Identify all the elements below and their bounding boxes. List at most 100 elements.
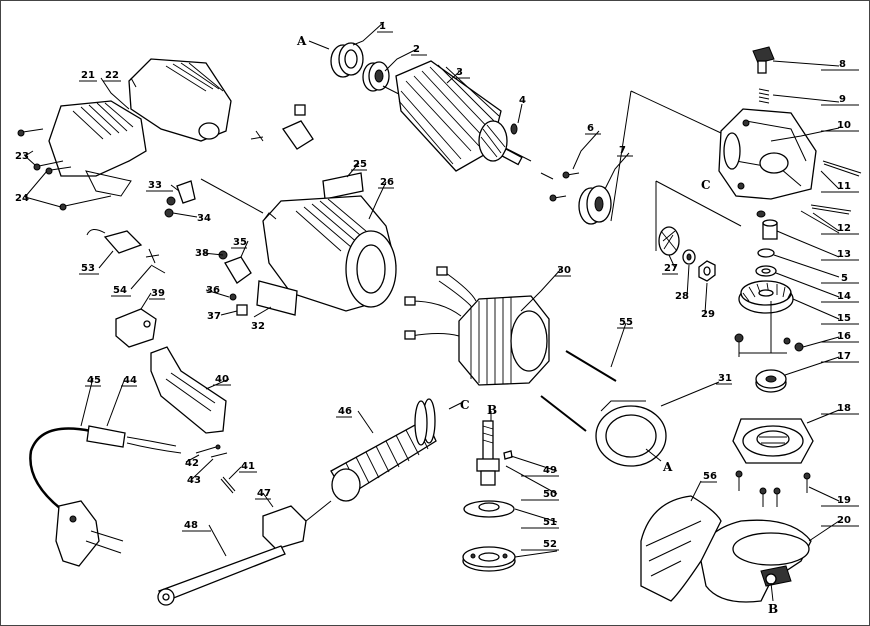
part-2-drawing (362, 61, 390, 92)
part-number-27: 27 (664, 263, 678, 274)
part-19-drawing (735, 470, 811, 507)
part-number-54: 54 (113, 285, 127, 296)
part-47-drawing (262, 505, 307, 550)
label-41: 41 (239, 461, 257, 473)
part-46-drawing (330, 398, 437, 502)
label-35: 35 (231, 237, 247, 249)
label-6: 6 (585, 123, 601, 135)
label-50: 50 (521, 489, 559, 501)
label-23: 23 (15, 151, 29, 162)
label-11: 11 (821, 181, 859, 193)
part-20-drawing (700, 519, 812, 603)
label-47: 47 (255, 488, 271, 500)
label-25: 25 (351, 159, 367, 171)
assembly-leader-lines (200, 40, 787, 602)
part-number-8: 8 (839, 59, 846, 70)
label-16: 16 (821, 331, 859, 343)
part-number-29: 29 (701, 309, 715, 320)
part-number-33: 33 (148, 180, 162, 191)
ref-letter-c-handle: C (460, 398, 470, 412)
part-51-drawing (463, 500, 515, 518)
part-number-14: 14 (837, 291, 851, 302)
part-number-41: 41 (241, 461, 255, 472)
part-number-40: 40 (215, 374, 229, 385)
label-3: 3 (454, 67, 470, 79)
part-number-25: 25 (353, 159, 367, 170)
part-number-44: 44 (123, 375, 137, 386)
label-40: 40 (213, 374, 231, 386)
part-number-35: 35 (233, 237, 247, 248)
label-37: 37 (207, 311, 221, 322)
part-number-12: 12 (837, 223, 851, 234)
reference-letters: A A B B C C (296, 34, 778, 616)
part-36-38-drawing (218, 250, 248, 316)
part-number-21: 21 (81, 70, 95, 81)
part-54-drawing (145, 248, 166, 274)
label-32: 32 (251, 321, 265, 332)
part-3-drawing (382, 60, 532, 172)
part-number-18: 18 (837, 403, 851, 414)
label-55: 55 (617, 317, 633, 329)
part-number-6: 6 (587, 123, 594, 134)
part-number-24: 24 (15, 193, 29, 204)
part-number-46: 46 (338, 406, 352, 417)
part-number-49: 49 (543, 465, 557, 476)
label-56: 56 (701, 471, 717, 483)
part-number-5: 5 (841, 273, 848, 284)
part-number-17: 17 (837, 351, 851, 362)
part-number-2: 2 (413, 44, 420, 55)
part-number-53: 53 (81, 263, 95, 274)
label-44: 44 (121, 375, 137, 387)
part-56-drawing (640, 495, 722, 602)
part-number-15: 15 (837, 313, 851, 324)
label-13: 13 (821, 249, 859, 261)
label-53: 53 (79, 263, 99, 275)
label-26: 26 (378, 177, 394, 189)
ref-letter-c-housing: C (701, 178, 711, 192)
part-number-11: 11 (837, 181, 851, 192)
part-41-43-drawing (195, 444, 236, 494)
part-44-45-drawing (29, 425, 182, 567)
part-35-drawing (224, 104, 314, 284)
label-24: 24 (15, 193, 29, 204)
part-number-31: 31 (718, 373, 732, 384)
part-10-drawing (718, 108, 817, 200)
label-39: 39 (149, 288, 165, 300)
label-15: 15 (821, 313, 859, 325)
part-17-drawing (755, 369, 787, 393)
part-22-drawing (128, 58, 232, 142)
part-28-29-drawing (682, 249, 716, 282)
part-7-drawing (578, 185, 612, 225)
part-30-drawing (404, 266, 550, 386)
part-number-22: 22 (105, 70, 119, 81)
part-52-drawing (462, 546, 516, 572)
label-38: 38 (195, 248, 209, 259)
label-36: 36 (206, 285, 220, 296)
part-number-10: 10 (837, 120, 851, 131)
label-45: 45 (85, 375, 101, 387)
part-39-drawing (115, 308, 157, 348)
part-21-drawing (48, 100, 147, 197)
part-23-24-drawing (17, 128, 112, 211)
label-30: 30 (555, 265, 571, 277)
part-12-13-drawing (755, 210, 778, 277)
part-number-1: 1 (379, 21, 386, 32)
label-10: 10 (821, 120, 859, 132)
part-4-drawing (510, 123, 518, 135)
part-number-45: 45 (87, 375, 101, 386)
part-6-drawing (549, 171, 580, 202)
part-11-drawing (800, 160, 862, 234)
label-43: 43 (187, 475, 201, 486)
part-number-19: 19 (837, 495, 851, 506)
part-40-drawing (150, 346, 227, 434)
label-29: 29 (701, 309, 715, 320)
part-number-38: 38 (195, 248, 209, 259)
part-number-47: 47 (257, 488, 271, 499)
part-number-39: 39 (151, 288, 165, 299)
part-number-36: 36 (206, 285, 220, 296)
label-1: 1 (377, 21, 393, 33)
label-2: 2 (411, 44, 427, 56)
label-7: 7 (617, 145, 633, 157)
